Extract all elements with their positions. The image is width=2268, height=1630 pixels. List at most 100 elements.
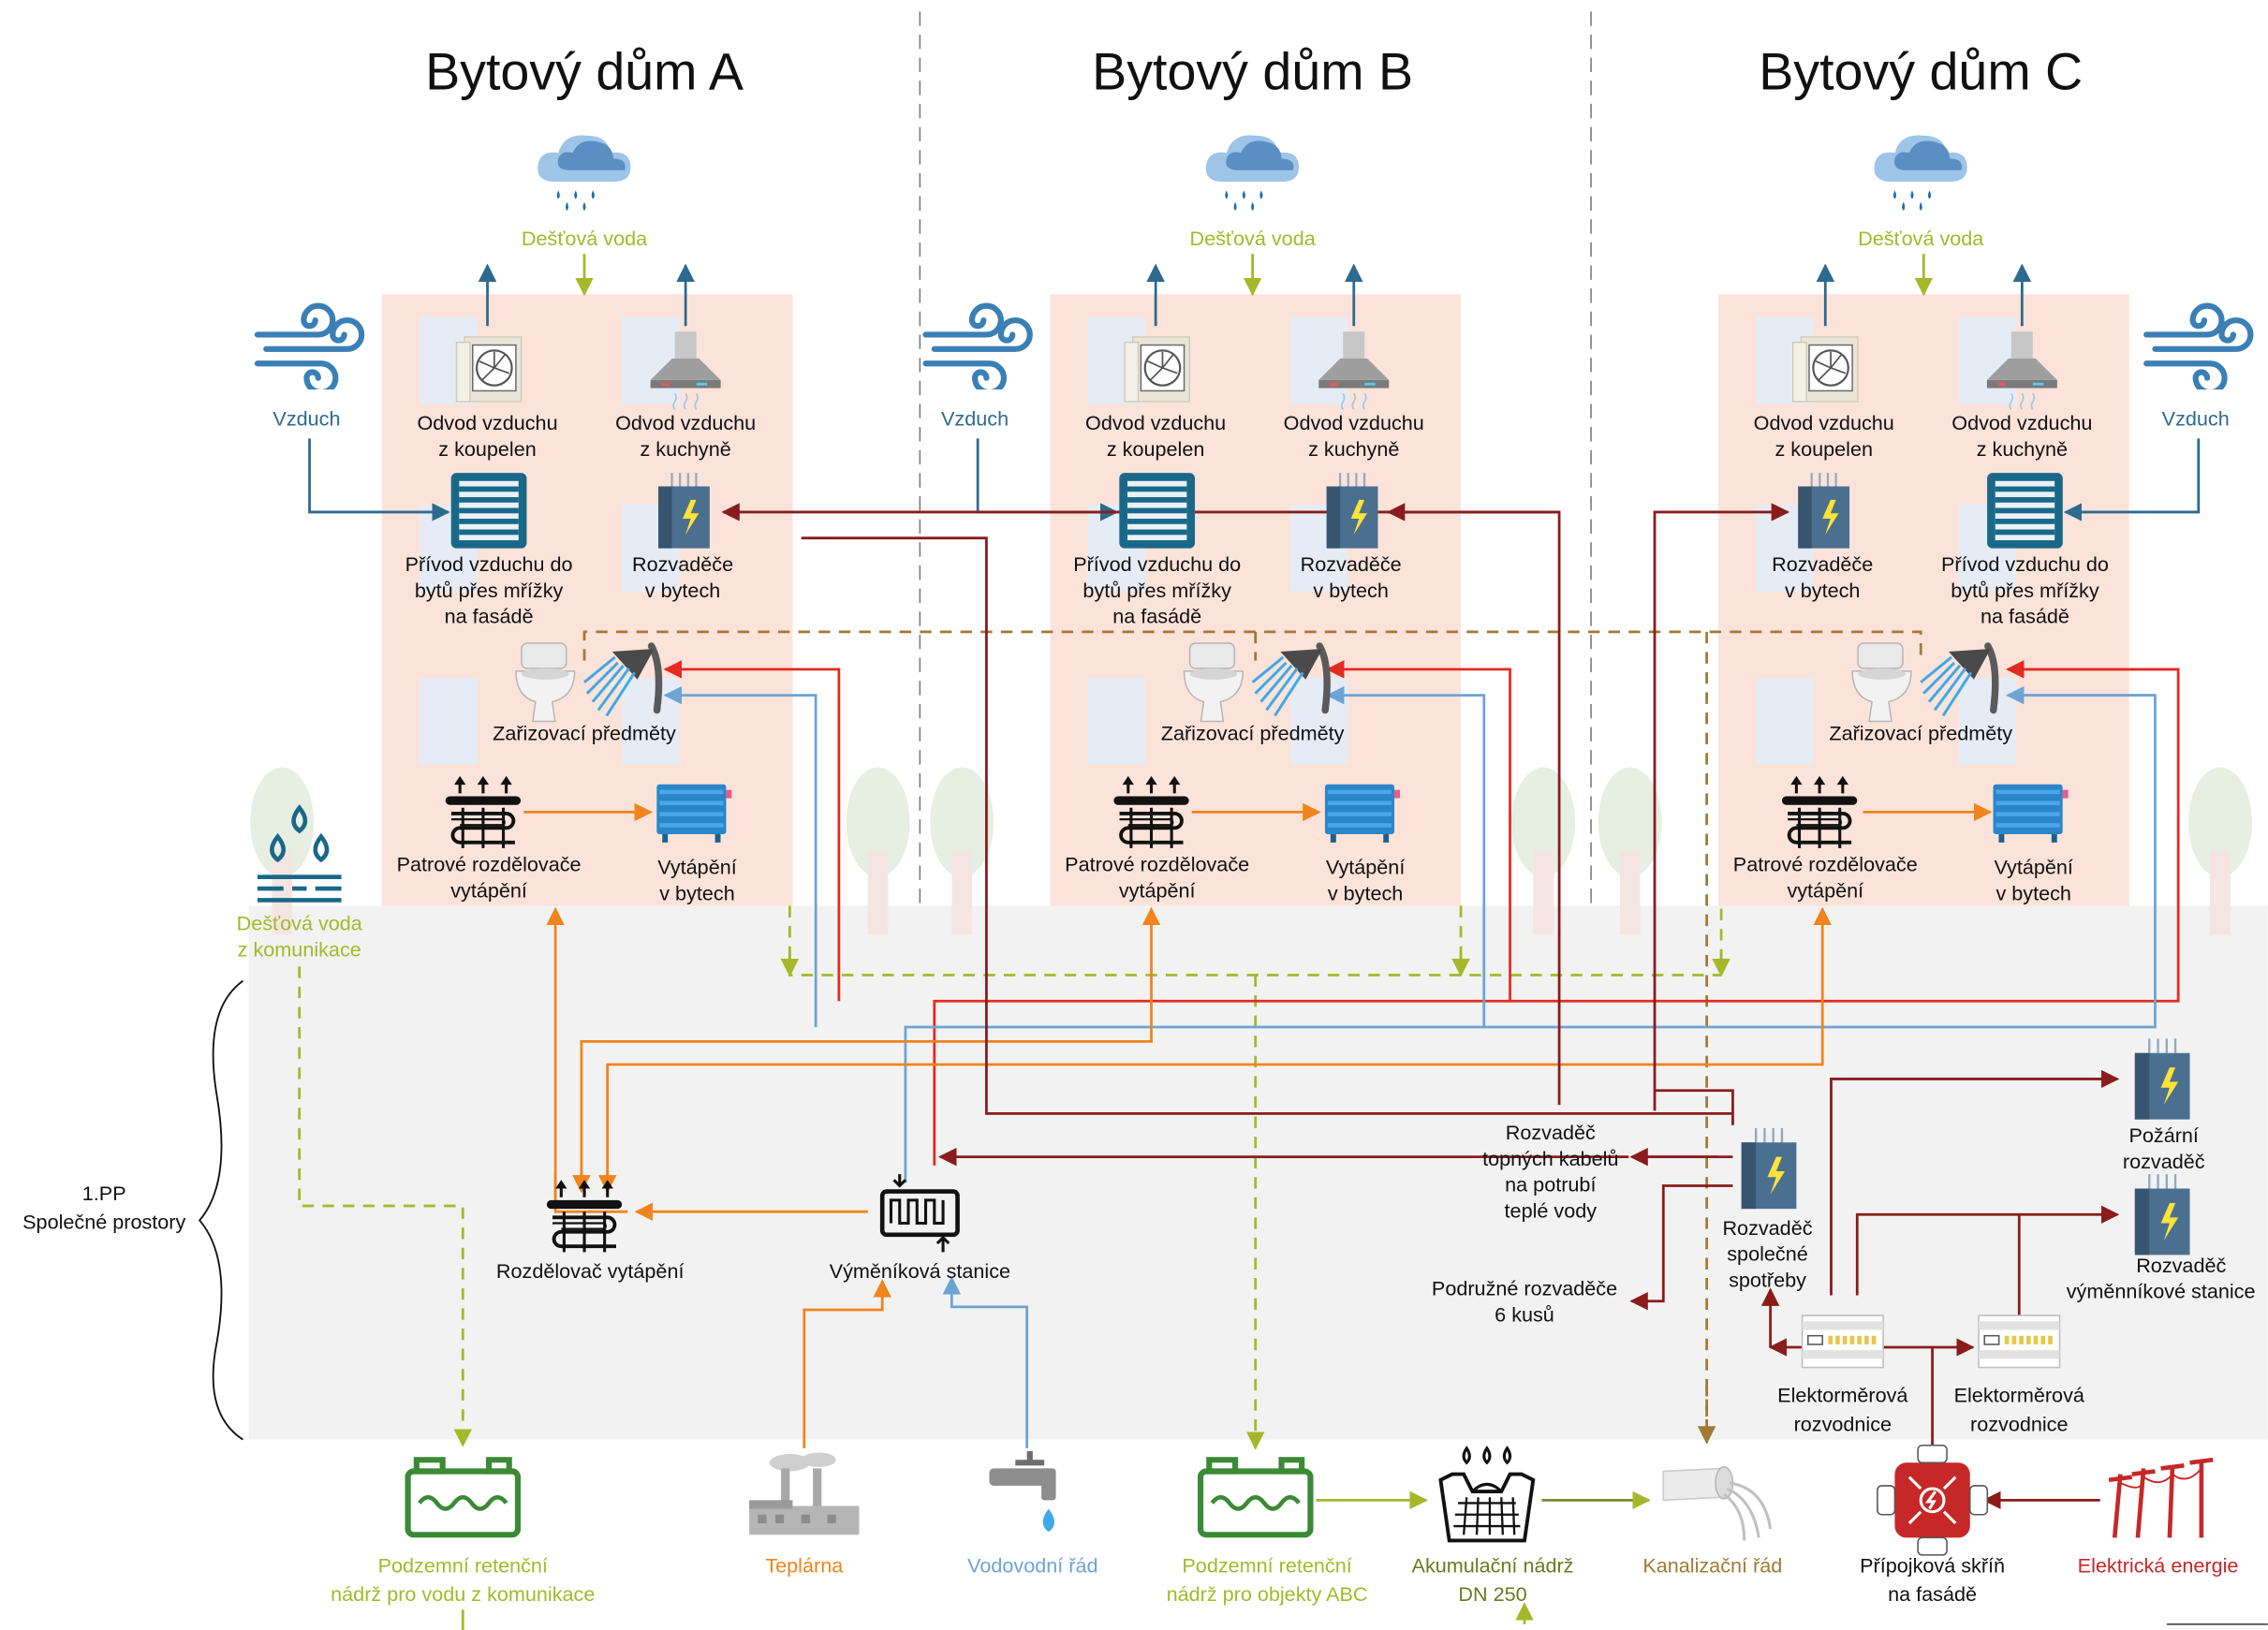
wind-label: Vzduch bbox=[272, 407, 340, 431]
heating-label-2: v bytech bbox=[1996, 881, 2070, 904]
fire-panel-label-2: rozvaděč bbox=[2123, 1150, 2205, 1173]
sub-panels-label-1: Podružné rozvaděče bbox=[1432, 1277, 1617, 1300]
kitchen-exhaust-label-2: z kuchyně bbox=[641, 437, 731, 461]
panels-label-2: v bytech bbox=[1785, 579, 1860, 602]
heat-distributor-label: Rozdělovač vytápění bbox=[496, 1259, 685, 1283]
exchanger-panel-label-1: Rozvaděč bbox=[2136, 1254, 2226, 1277]
window bbox=[1756, 678, 1814, 765]
cable-panel-label-2: topných kabelů bbox=[1482, 1147, 1618, 1170]
fixtures-label: Zařizovací předměty bbox=[493, 721, 676, 744]
plant-line bbox=[803, 1279, 891, 1448]
air-grille-icon bbox=[1987, 473, 2063, 549]
fire-panel-label-1: Požární bbox=[2128, 1123, 2198, 1147]
connection-box-label-1: Přípojková skříň bbox=[1860, 1553, 2005, 1577]
kitchen-exhaust-label-2: z kuchyně bbox=[1977, 437, 2068, 461]
kitchen-exhaust-label-2: z kuchyně bbox=[1308, 437, 1399, 461]
meter1-label-1: Elektorměrová bbox=[1777, 1384, 1907, 1407]
meter2-label-1: Elektorměrová bbox=[1954, 1384, 2084, 1407]
buildings-backgrounds bbox=[381, 294, 2129, 906]
basement-bracket bbox=[198, 979, 244, 1441]
heating-label-1: Vytápění bbox=[1326, 856, 1405, 879]
sewer-line bbox=[582, 630, 1922, 1443]
water-main-label: Vodovodní řád bbox=[967, 1553, 1097, 1577]
plant-label: Teplárna bbox=[765, 1553, 843, 1577]
manifold-label-2: vytápění bbox=[1787, 878, 1863, 902]
fixtures-label: Zařizovací předměty bbox=[1829, 721, 2012, 744]
bath-exhaust-label-2: z koupelen bbox=[1107, 437, 1205, 461]
wind-icon bbox=[258, 306, 361, 392]
basement-area bbox=[248, 905, 2268, 1440]
panels-label-2: v bytech bbox=[1313, 579, 1388, 602]
meter-board-icon bbox=[1801, 1314, 1884, 1369]
air-supply-label-2: bytů přes mřížky bbox=[1951, 579, 2099, 602]
panels-label-1: Rozvaděče bbox=[1772, 552, 1873, 576]
accum-label-2: DN 250 bbox=[1458, 1582, 1526, 1606]
sewer-pipe-icon bbox=[1661, 1465, 1773, 1543]
wind-icon bbox=[2146, 306, 2250, 392]
faucet-icon bbox=[989, 1450, 1056, 1533]
air-supply-label-2: bytů přes mřížky bbox=[415, 579, 564, 602]
bath-exhaust-label-2: z koupelen bbox=[438, 437, 537, 461]
wind-label: Vzduch bbox=[2162, 407, 2230, 431]
air-supply-label-1: Přívod vzduchu do bbox=[405, 552, 573, 576]
air-supply-label-1: Přívod vzduchu do bbox=[1941, 552, 2109, 576]
bath-exhaust-label-2: z koupelen bbox=[1775, 437, 1873, 461]
meter2-label-2: rozvodnice bbox=[1970, 1412, 2068, 1435]
tank-abc-label-1: Podzemní retenční bbox=[1182, 1553, 1351, 1577]
heating-label-1: Vytápění bbox=[1994, 856, 2072, 879]
power-line-icon bbox=[2109, 1460, 2213, 1537]
tank-icon bbox=[1200, 1460, 1310, 1535]
manifold-label-1: Patrové rozdělovače bbox=[1065, 853, 1249, 876]
bathroom-fan-icon bbox=[1123, 335, 1191, 404]
cable-panel-label-1: Rozvaděč bbox=[1506, 1121, 1596, 1144]
bath-exhaust-label-1: Odvod vzduchu bbox=[1754, 411, 1894, 434]
tank-road-label-2: nádrž pro vodu z komunikace bbox=[331, 1582, 595, 1606]
common-panel-label-1: Rozvaděč bbox=[1722, 1216, 1812, 1240]
manifold-label-2: vytápění bbox=[450, 878, 527, 902]
electric-line-a bbox=[721, 503, 1561, 1106]
connection-box-label-2: na fasádě bbox=[1888, 1582, 1977, 1606]
kitchen-exhaust-label-1: Odvod vzduchu bbox=[1284, 411, 1424, 434]
water-main-line bbox=[942, 1276, 1029, 1448]
air-supply-label-2: bytů přes mřížky bbox=[1082, 579, 1231, 602]
meter-board-icon bbox=[1978, 1314, 2061, 1369]
wind-label: Vzduch bbox=[941, 407, 1009, 431]
rain-label: Dešťová voda bbox=[522, 227, 647, 250]
factory-icon bbox=[749, 1452, 860, 1535]
bath-exhaust-label-1: Odvod vzduchu bbox=[417, 411, 557, 434]
tank-icon bbox=[408, 1460, 518, 1535]
flow-lines bbox=[298, 254, 2201, 1630]
radiator-icon bbox=[656, 784, 732, 843]
building-title: Bytový dům C bbox=[1759, 43, 2083, 101]
tank-road-label-1: Podzemní retenční bbox=[378, 1553, 548, 1577]
radiator-icon bbox=[1324, 784, 1400, 843]
sub-panels-label-2: 6 kusů bbox=[1495, 1302, 1554, 1326]
window bbox=[419, 678, 478, 765]
air-supply-label-3: na fasádě bbox=[1981, 605, 2069, 628]
meter1-label-2: rozvodnice bbox=[1794, 1412, 1892, 1435]
rain-label: Dešťová voda bbox=[1190, 227, 1316, 250]
cable-panel-label-4: teplé vody bbox=[1505, 1198, 1598, 1222]
exchanger-label: Výměníková stanice bbox=[830, 1259, 1010, 1283]
sewer-label: Kanalizační řád bbox=[1642, 1553, 1782, 1577]
accum-label-1: Akumulační nádrž bbox=[1412, 1553, 1574, 1577]
bathroom-fan-icon bbox=[455, 335, 523, 404]
wind-icon bbox=[926, 306, 1030, 392]
air-supply-label-3: na fasádě bbox=[1112, 605, 1201, 628]
panels-label-1: Rozvaděče bbox=[1301, 552, 1402, 576]
radiator-icon bbox=[1993, 784, 2069, 843]
window bbox=[1087, 678, 1146, 765]
rain-cloud-icon bbox=[1874, 135, 1967, 211]
basement-label-2: Společné prostory bbox=[22, 1211, 185, 1234]
common-panel-label-2: společné bbox=[1727, 1242, 1807, 1266]
manifold-label-2: vytápění bbox=[1119, 878, 1196, 902]
common-panel-label-3: spotřeby bbox=[1729, 1268, 1806, 1291]
rain-cloud-icon bbox=[1205, 135, 1300, 211]
manifold-label-1: Patrové rozdělovače bbox=[397, 853, 582, 876]
bath-exhaust-label-1: Odvod vzduchu bbox=[1085, 411, 1226, 434]
